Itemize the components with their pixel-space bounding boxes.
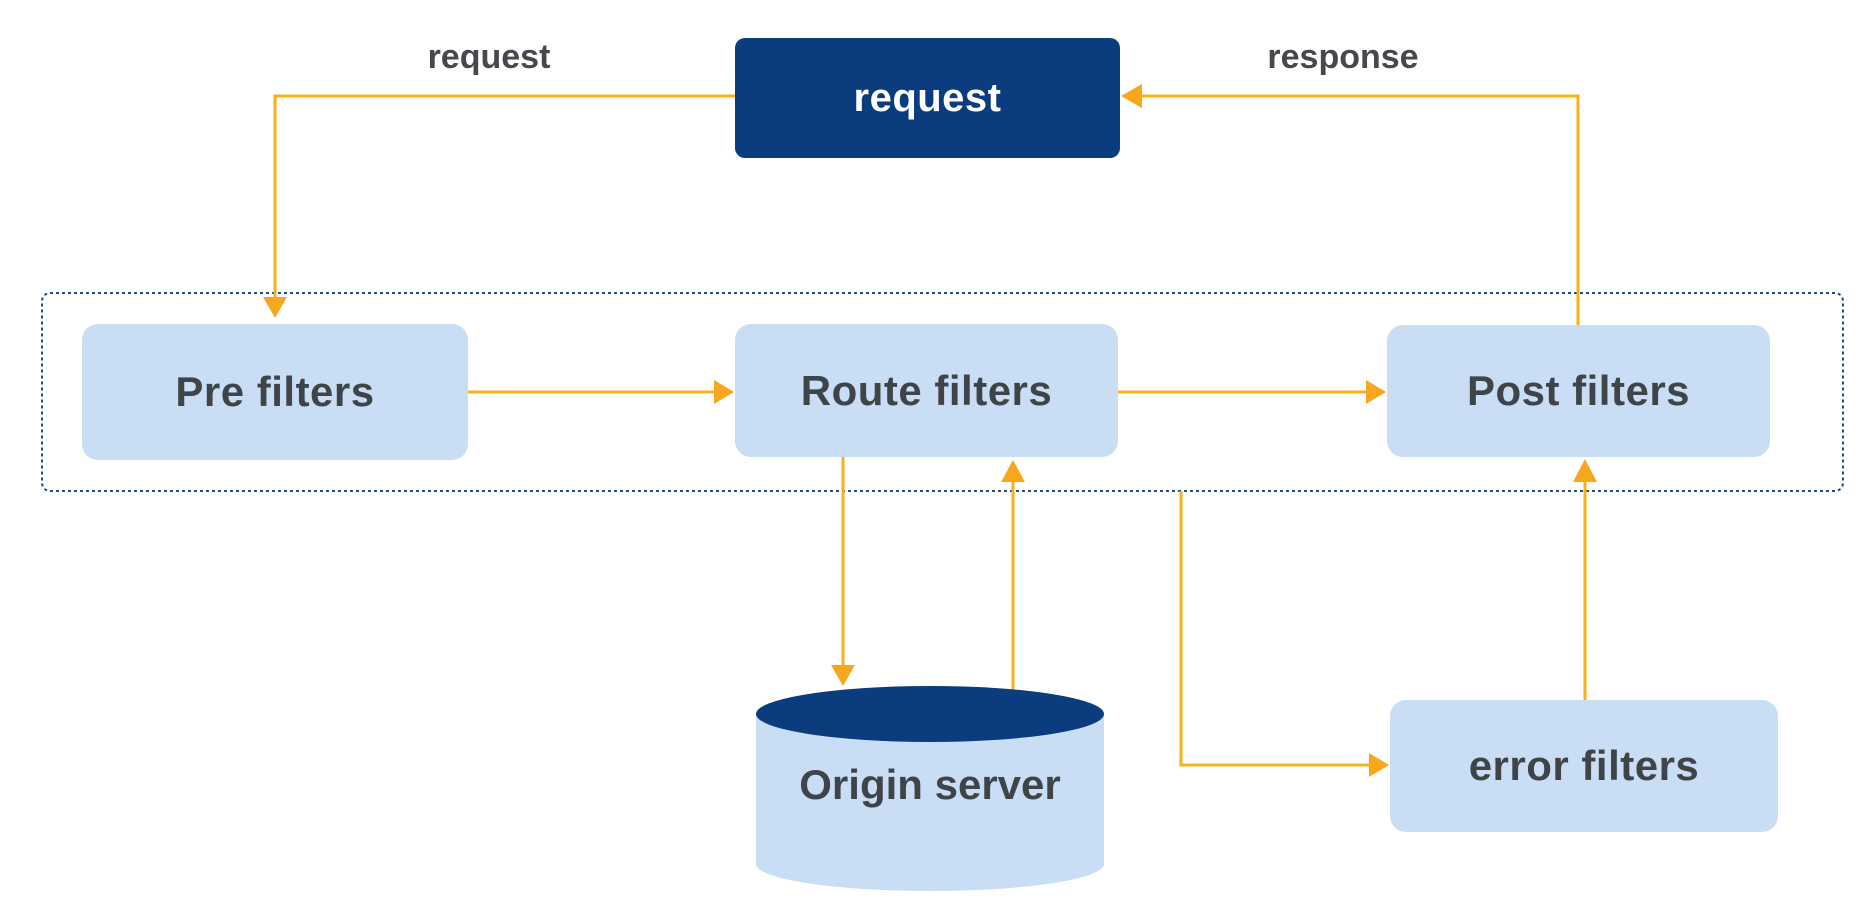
request-edge-label: request — [427, 38, 551, 76]
edge-route-to-origin — [831, 457, 855, 686]
arrowhead-right-icon — [1369, 753, 1389, 777]
edge-error-to-post — [1573, 459, 1597, 700]
arrowhead-up-icon — [1573, 459, 1597, 482]
database-cylinder-icon — [756, 686, 1104, 891]
arrowhead-down-icon — [263, 297, 287, 318]
cylinder-top — [756, 686, 1104, 742]
pre-filters-node: Pre filters — [82, 324, 468, 460]
arrowhead-right-icon — [714, 380, 734, 404]
arrowhead-right-icon — [1366, 380, 1386, 404]
arrowhead-left-icon — [1121, 84, 1142, 108]
arrowhead-down-icon — [831, 665, 855, 686]
error-filters-node: error filters — [1390, 700, 1778, 832]
edge-pre-to-route — [468, 380, 734, 404]
response-edge-label: response — [1267, 38, 1419, 76]
edge-route-to-post — [1118, 380, 1386, 404]
cylinder-body — [756, 714, 1104, 891]
arrowhead-up-icon — [1001, 460, 1025, 482]
edge-post-to-request-response — [1121, 84, 1580, 325]
post-filters-node: Post filters — [1387, 325, 1770, 457]
edge-container-to-error — [1179, 491, 1389, 777]
request-node: request — [735, 38, 1120, 158]
edge-request-to-pre-filters — [263, 94, 735, 318]
route-filters-node: Route filters — [735, 324, 1118, 457]
origin-server-label: Origin server — [799, 761, 1061, 808]
edge-origin-to-route — [1001, 460, 1025, 700]
